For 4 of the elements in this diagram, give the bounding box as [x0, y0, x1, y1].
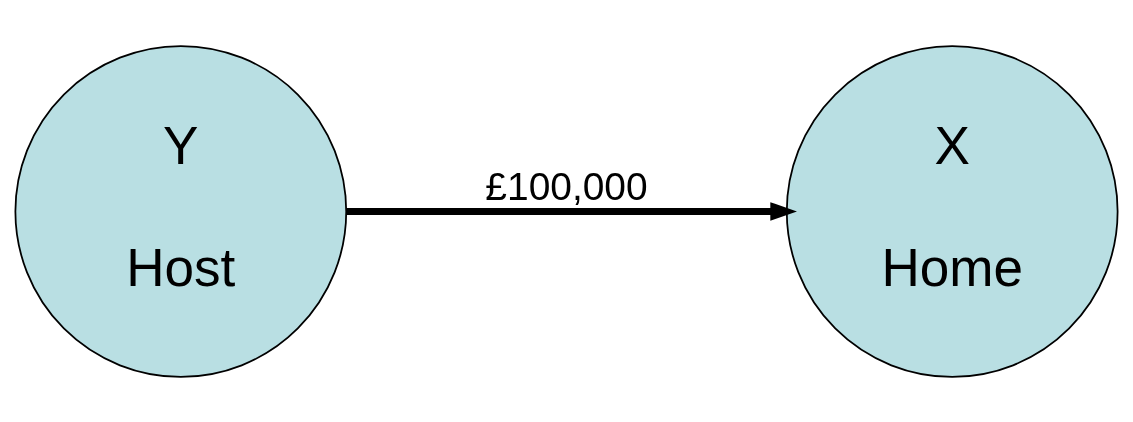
arrow: [346, 201, 797, 221]
node-circle: X Home: [785, 44, 1119, 378]
edge-label: £100,000: [485, 164, 648, 208]
node-circle: Y Host: [14, 44, 348, 378]
